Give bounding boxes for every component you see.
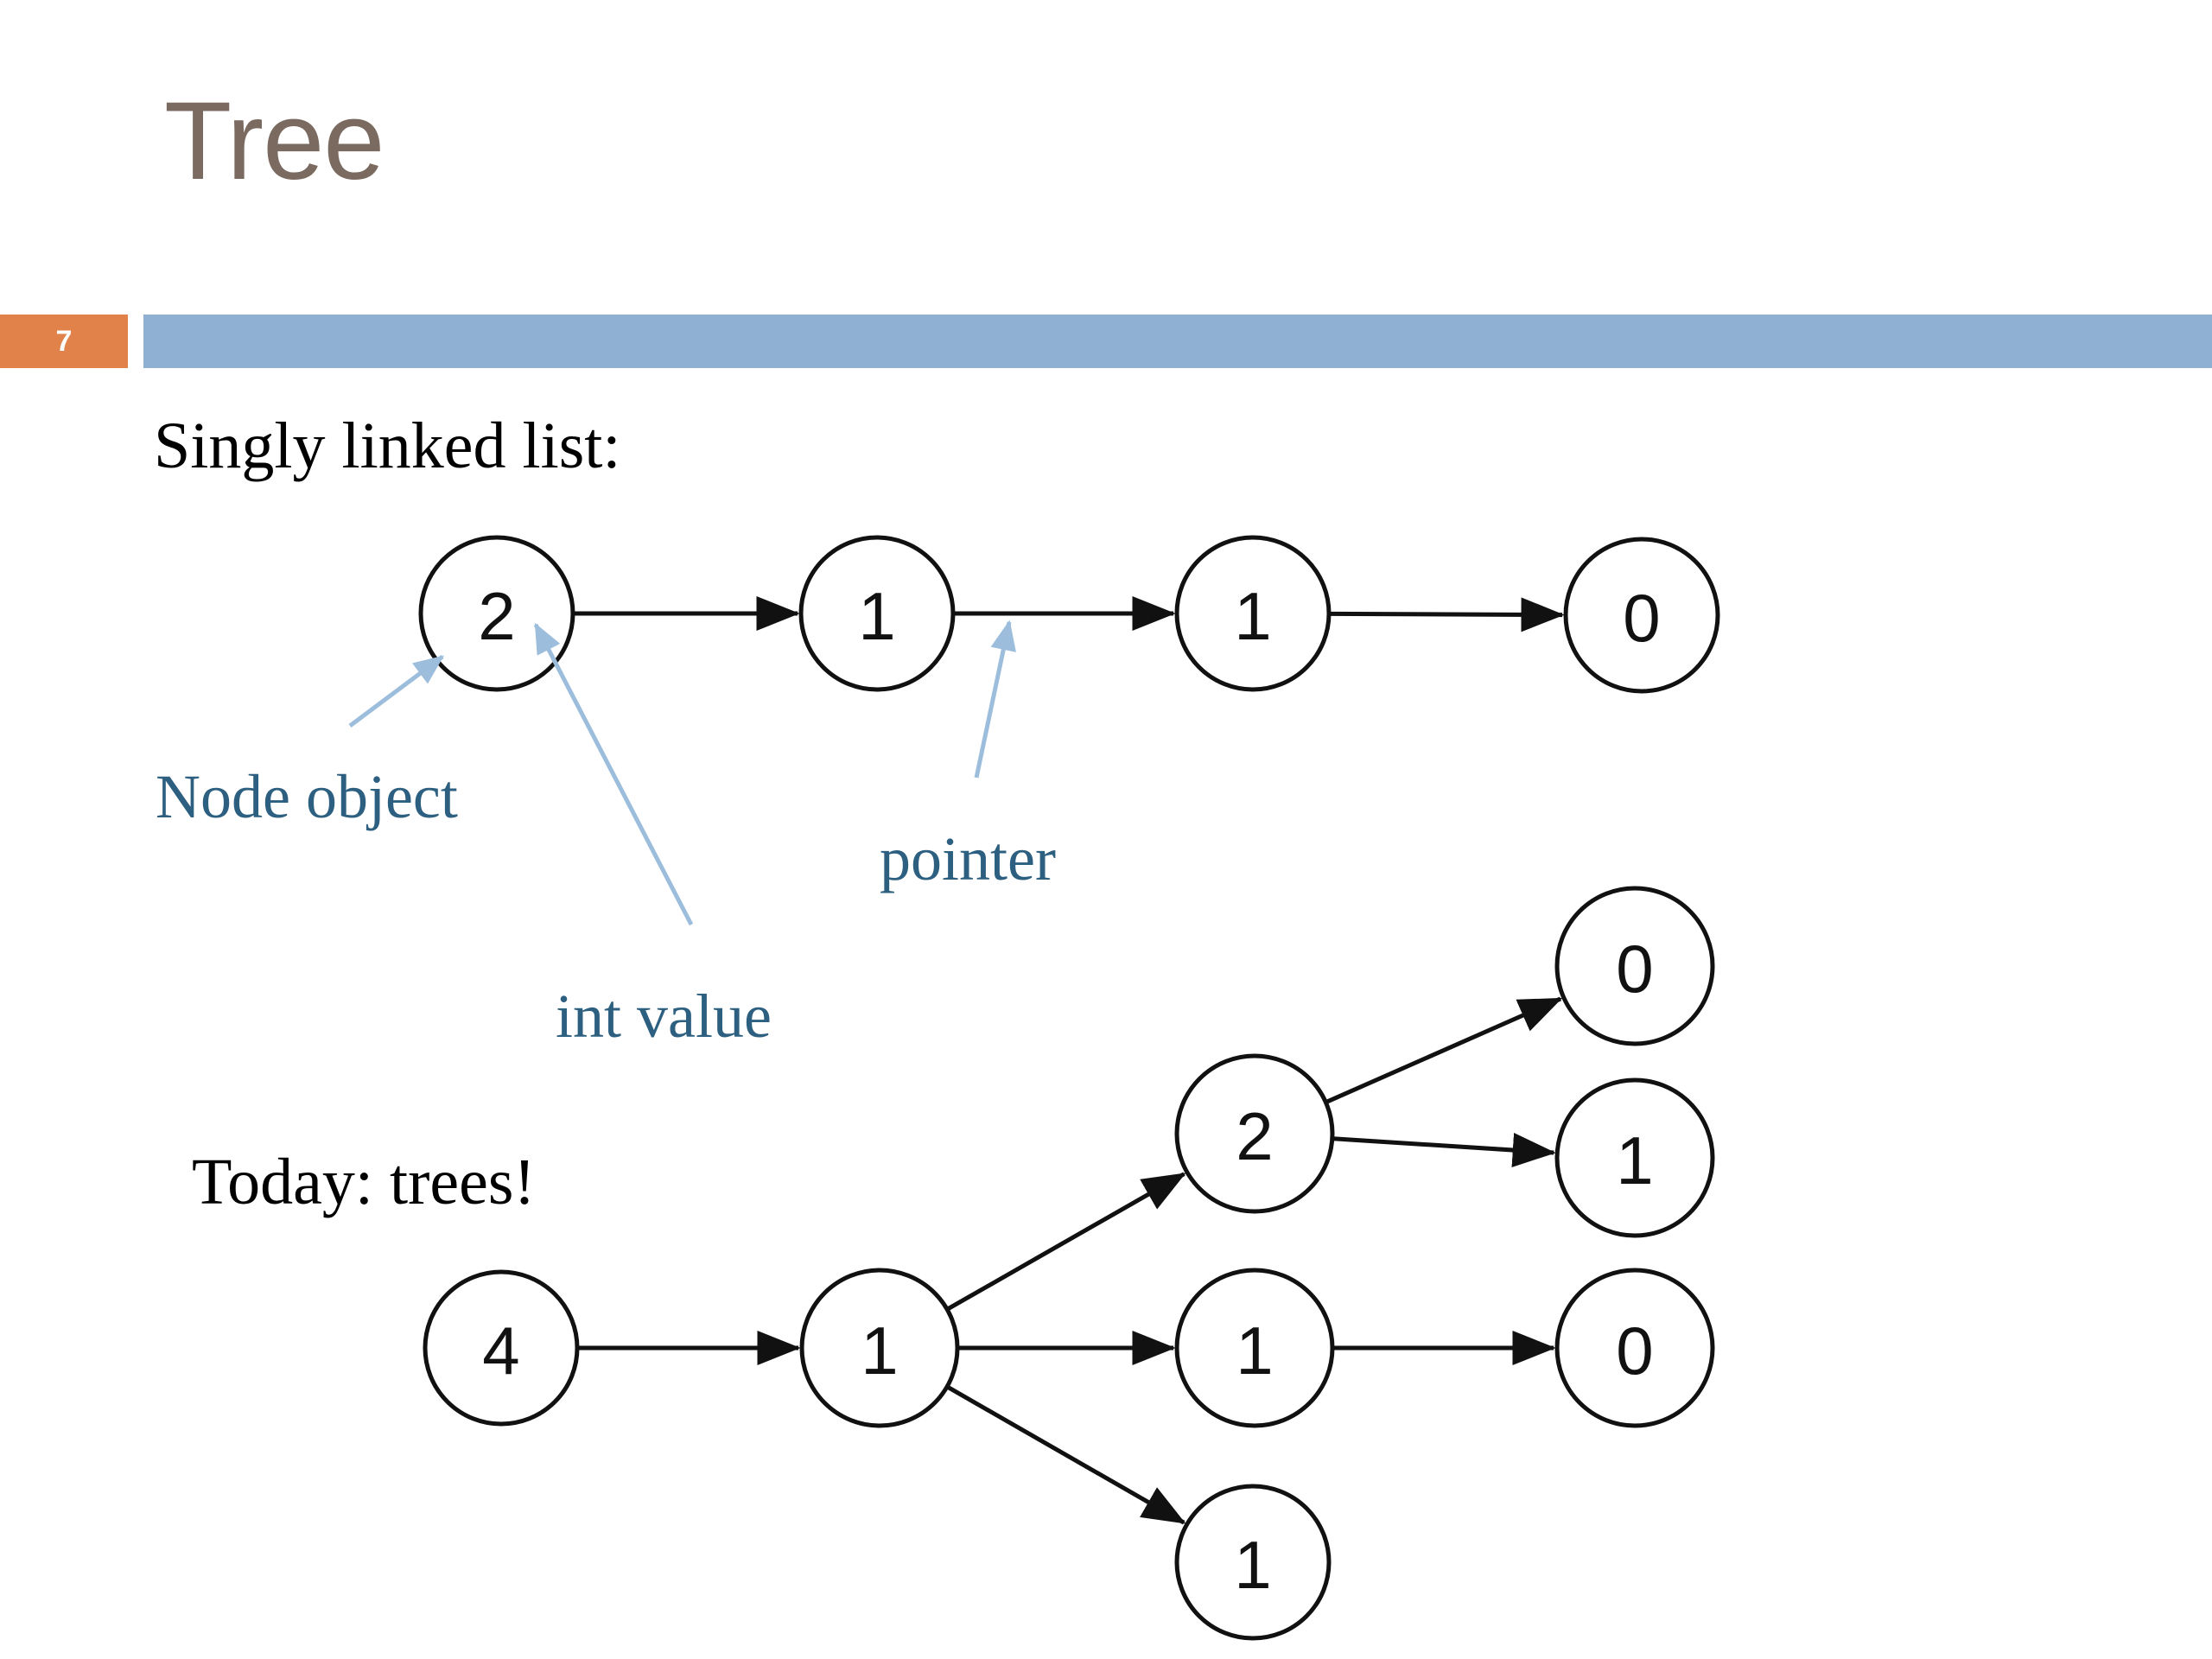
node-circle[interactable] [1174, 535, 1332, 692]
edge-line [1329, 597, 1565, 632]
edge-line [946, 1172, 1186, 1312]
page-title: Tree [164, 79, 385, 203]
node-circle[interactable] [1554, 1077, 1715, 1238]
header-bar: 7 [0, 315, 2212, 368]
singly-linked-list-diagram: 2 1 1 0 [418, 535, 1720, 694]
annotation-arrow-pointer [974, 620, 1016, 779]
node-circle[interactable] [1563, 537, 1720, 694]
annotation-arrow-int-value [533, 622, 694, 926]
node-value: 1 [1234, 578, 1271, 654]
node-value: 1 [1234, 1527, 1271, 1603]
annotation-arrow-node-object [348, 654, 445, 728]
edge-line [1325, 996, 1563, 1104]
node-value: 1 [1236, 1313, 1273, 1389]
node-value: 2 [1236, 1098, 1273, 1174]
annotation-label-pointer: pointer [880, 824, 1056, 893]
node-circle[interactable] [799, 1268, 960, 1428]
edge-line [1332, 1133, 1556, 1167]
node-circle[interactable] [1554, 1268, 1715, 1428]
node-value: 2 [478, 578, 515, 654]
node-circle[interactable] [1174, 1053, 1335, 1214]
caption-today-trees: Today: trees! [192, 1146, 536, 1218]
node-value: 0 [1616, 931, 1653, 1007]
node-value: 4 [482, 1313, 519, 1389]
node-value: 1 [1616, 1122, 1653, 1198]
node-value: 0 [1616, 1313, 1653, 1389]
node-circle[interactable] [418, 535, 575, 692]
node-circle[interactable] [798, 535, 956, 692]
node-value: 1 [861, 1313, 898, 1389]
slide-number-badge: 7 [0, 315, 128, 368]
annotation-label-node-object: Node object [156, 762, 458, 831]
annotation-label-int-value: int value [556, 982, 772, 1051]
caption-singly-linked-list: Singly linked list: [154, 410, 621, 482]
node-circle[interactable] [423, 1269, 580, 1427]
edge-line [946, 1385, 1186, 1525]
node-circle[interactable] [1174, 1484, 1332, 1641]
node-value: 1 [858, 578, 895, 654]
node-value: 0 [1623, 580, 1660, 656]
node-circle[interactable] [1174, 1268, 1335, 1428]
header-accent-bar [143, 315, 2212, 368]
node-circle[interactable] [1554, 886, 1715, 1046]
